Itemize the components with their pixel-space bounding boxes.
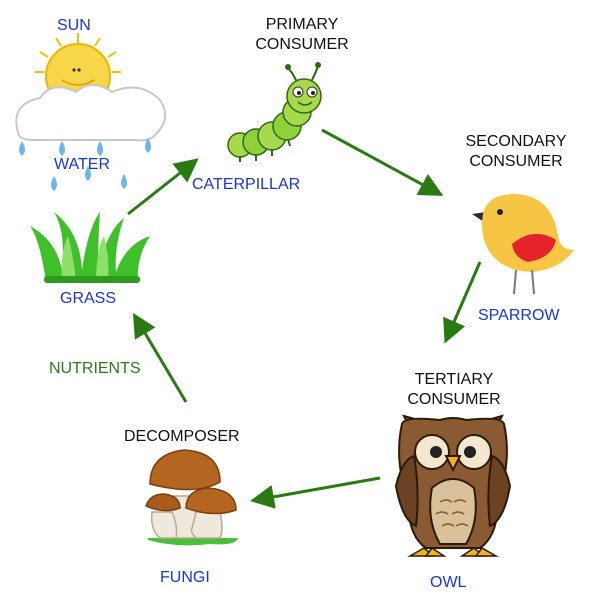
water-label: WATER [54, 156, 110, 173]
owl-icon [394, 414, 512, 557]
fungi-label: FUNGI [160, 569, 210, 586]
sparrow-icon [472, 194, 574, 295]
arrow-caterpillar-to-sparrow [321, 128, 444, 196]
decomposer-label: DECOMPOSER [124, 428, 240, 445]
caterpillar-label: CATERPILLAR [192, 176, 301, 193]
arrow-grass-to-caterpillar [127, 158, 199, 216]
grass-icon [30, 212, 150, 283]
raindrop-icon [19, 138, 151, 191]
mushroom-icon [145, 449, 238, 546]
owl-label: OWL [430, 574, 467, 591]
cloud-icon [15, 84, 167, 142]
grass-label: GRASS [60, 290, 117, 307]
arrow-sparrow-to-owl [443, 261, 482, 344]
primary-consumer-label: PRIMARY CONSUMER [255, 16, 349, 53]
arrow-fungi-to-grass [132, 312, 188, 403]
tertiary-consumer-label: TERTIARY CONSUMER [407, 371, 501, 408]
sparrow-label: SPARROW [478, 307, 560, 324]
sun-label: SUN [57, 17, 91, 34]
caterpillar-icon [227, 62, 322, 162]
nutrients-label: NUTRIENTS [49, 360, 141, 377]
secondary-consumer-label: SECONDARY CONSUMER [465, 133, 567, 170]
arrow-owl-to-fungi [250, 476, 381, 509]
